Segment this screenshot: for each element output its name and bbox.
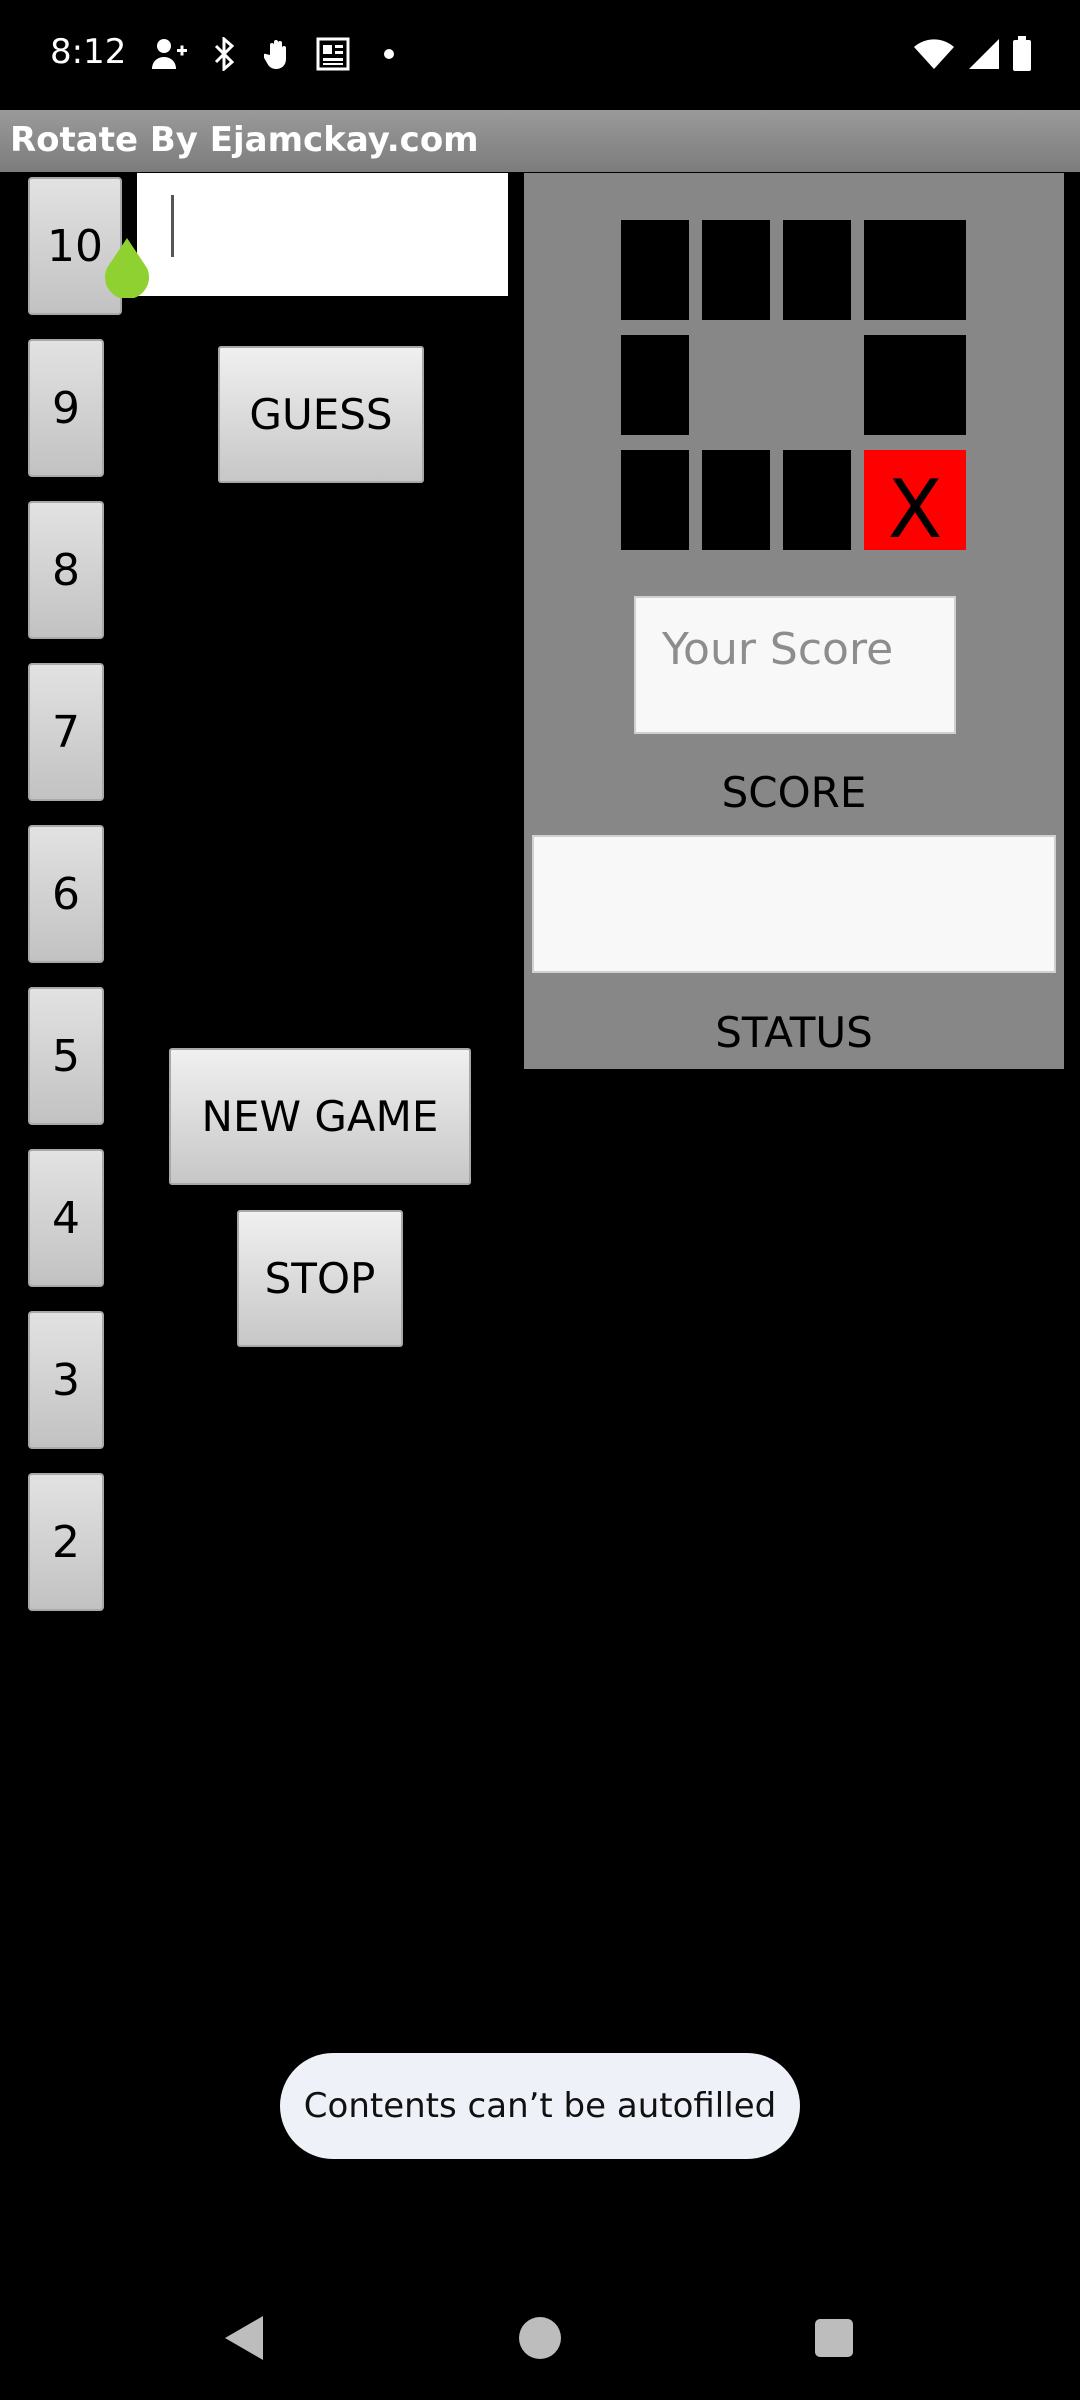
number-button-label: 2	[52, 1516, 80, 1568]
marked-tile-label: X	[887, 463, 943, 556]
board-tile[interactable]	[864, 335, 966, 435]
autofill-toast: Contents can’t be autofilled	[280, 2053, 800, 2159]
score-placeholder: Your Score	[662, 624, 894, 675]
stop-button[interactable]: STOP	[237, 1210, 403, 1347]
wifi-icon	[912, 34, 956, 74]
dot-icon	[382, 34, 396, 74]
text-selection-handle[interactable]	[101, 236, 153, 300]
score-label: SCORE	[721, 768, 867, 817]
hand-icon	[262, 34, 296, 74]
stop-button-label: STOP	[264, 1254, 376, 1303]
number-button-9[interactable]: 9	[28, 339, 104, 477]
number-button-label: 10	[47, 220, 103, 272]
guess-button[interactable]: GUESS	[218, 346, 424, 483]
signal-icon	[966, 34, 1002, 74]
board-tile[interactable]	[702, 450, 770, 550]
board-tile[interactable]	[621, 220, 689, 320]
board-tile[interactable]	[783, 450, 851, 550]
new-game-button-label: NEW GAME	[201, 1092, 439, 1141]
number-button-label: 7	[52, 706, 80, 758]
number-button-10[interactable]: 10	[28, 177, 122, 315]
status-field	[532, 835, 1056, 973]
number-button-3[interactable]: 3	[28, 1311, 104, 1449]
number-button-label: 8	[52, 544, 80, 596]
number-button-label: 3	[52, 1354, 80, 1406]
add-person-icon	[150, 34, 190, 74]
number-button-6[interactable]: 6	[28, 825, 104, 963]
status-time: 8:12	[50, 32, 127, 72]
battery-icon	[1010, 34, 1034, 74]
app-title: Rotate By Ejamckay.com	[10, 120, 479, 160]
number-button-label: 6	[52, 868, 80, 920]
home-icon[interactable]	[519, 2317, 561, 2359]
number-button-4[interactable]: 4	[28, 1149, 104, 1287]
score-field[interactable]: Your Score	[634, 596, 956, 734]
toast-message: Contents can’t be autofilled	[303, 2086, 777, 2126]
news-icon	[313, 34, 353, 74]
number-button-8[interactable]: 8	[28, 501, 104, 639]
board-tile[interactable]	[621, 335, 689, 435]
number-button-5[interactable]: 5	[28, 987, 104, 1125]
board-tile[interactable]	[864, 220, 966, 320]
board-tile[interactable]	[621, 450, 689, 550]
bluetooth-icon	[210, 34, 240, 74]
guess-button-label: GUESS	[249, 390, 393, 439]
number-button-7[interactable]: 7	[28, 663, 104, 801]
marked-board-tile[interactable]: X	[864, 450, 966, 550]
game-panel: X Your Score SCORE STATUS	[524, 173, 1064, 1069]
text-cursor	[171, 195, 174, 257]
guess-input[interactable]	[137, 173, 508, 296]
recents-icon[interactable]	[815, 2319, 853, 2357]
status-label: STATUS	[715, 1008, 873, 1057]
new-game-button[interactable]: NEW GAME	[169, 1048, 471, 1185]
number-button-2[interactable]: 2	[28, 1473, 104, 1611]
number-button-label: 9	[52, 382, 80, 434]
number-button-label: 5	[52, 1030, 80, 1082]
back-icon[interactable]	[225, 2316, 263, 2360]
board-tile[interactable]	[702, 220, 770, 320]
board-tile[interactable]	[783, 220, 851, 320]
status-bar: 8:12	[0, 0, 1080, 110]
app-title-bar: Rotate By Ejamckay.com	[0, 110, 1080, 172]
number-button-label: 4	[52, 1192, 80, 1244]
